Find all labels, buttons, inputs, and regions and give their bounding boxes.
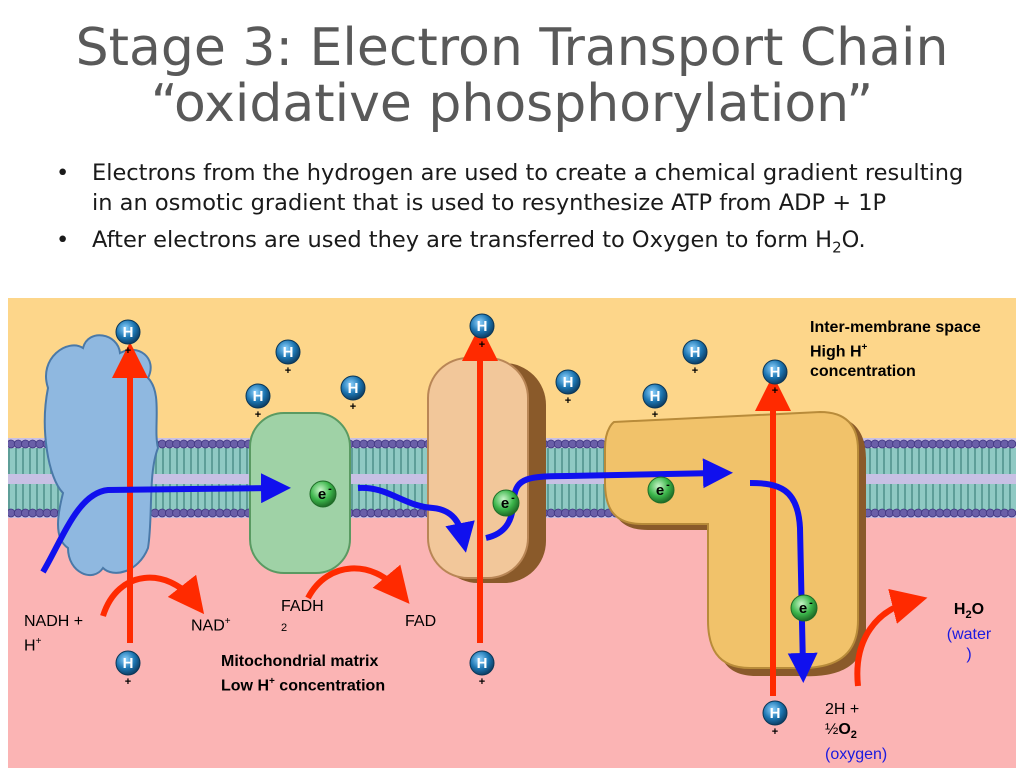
reaction-arrows bbox=[100, 564, 928, 687]
bullet-text: Electrons from the hydrogen are used to … bbox=[92, 160, 964, 216]
h2o-label: H2O (water) bbox=[946, 601, 992, 664]
bullet-dot: • bbox=[56, 227, 70, 253]
hydrogen-ions: H+H+H+H+H+H+H+H+H+H+H+H+ bbox=[115, 313, 788, 738]
svg-text:-: - bbox=[666, 479, 670, 491]
svg-text:e: e bbox=[799, 600, 807, 617]
etc-diagram: H+H+H+H+H+H+H+H+H+H+H+H+ e-e-e-e- Inter-… bbox=[8, 298, 1016, 768]
electrons: e-e-e-e- bbox=[309, 476, 818, 622]
svg-text:H: H bbox=[123, 324, 134, 341]
etc-svg: H+H+H+H+H+H+H+H+H+H+H+H+ e-e-e-e- bbox=[8, 298, 1016, 768]
svg-text:H: H bbox=[477, 318, 488, 335]
intermembrane-label: Inter-membrane space High H+concentratio… bbox=[810, 319, 981, 381]
h-ion: H+ bbox=[762, 359, 788, 397]
bullet-subscript: 2 bbox=[832, 238, 842, 257]
svg-text:e: e bbox=[318, 486, 326, 503]
title-line-1: Stage 3: Electron Transport Chain bbox=[75, 18, 949, 78]
h-ion: H+ bbox=[275, 339, 301, 377]
h-ion: H+ bbox=[115, 650, 141, 688]
nadh-label: NADH +H+ bbox=[24, 613, 84, 655]
electron: e- bbox=[790, 594, 818, 622]
h-ion: H+ bbox=[762, 700, 788, 738]
slide-title: Stage 3: Electron Transport Chain “oxida… bbox=[0, 20, 1024, 132]
svg-text:-: - bbox=[809, 597, 813, 609]
electron: e- bbox=[492, 489, 520, 517]
fad-label: FAD bbox=[405, 613, 437, 630]
svg-text:+: + bbox=[772, 385, 778, 397]
svg-text:H: H bbox=[477, 655, 488, 672]
title-line-2: “oxidative phosphorylation” bbox=[150, 74, 874, 134]
bullet-dot: • bbox=[56, 160, 70, 186]
svg-text:e: e bbox=[656, 482, 664, 499]
h-ion: H+ bbox=[555, 369, 581, 407]
h-ion: H+ bbox=[642, 383, 668, 421]
svg-text:e: e bbox=[501, 495, 509, 512]
svg-text:H: H bbox=[123, 655, 134, 672]
h-ion: H+ bbox=[340, 375, 366, 413]
svg-text:H: H bbox=[253, 388, 264, 405]
svg-text:+: + bbox=[125, 676, 131, 688]
h-ion: H+ bbox=[469, 313, 495, 351]
svg-text:H: H bbox=[690, 344, 701, 361]
bullet-text-end: O. bbox=[841, 227, 866, 253]
proton-pump-arrows bbox=[112, 325, 791, 696]
bullet-text: After electrons are used they are transf… bbox=[92, 227, 833, 253]
svg-text:H: H bbox=[283, 344, 294, 361]
svg-text:H: H bbox=[348, 380, 359, 397]
svg-text:+: + bbox=[652, 409, 658, 421]
svg-text:+: + bbox=[285, 365, 291, 377]
svg-text:+: + bbox=[772, 726, 778, 738]
nad-label: NAD+ bbox=[191, 616, 231, 635]
electron: e- bbox=[309, 480, 337, 508]
h-ion: H+ bbox=[682, 339, 708, 377]
svg-text:H: H bbox=[650, 388, 661, 405]
svg-text:+: + bbox=[255, 409, 261, 421]
svg-text:H: H bbox=[770, 364, 781, 381]
svg-text:+: + bbox=[479, 676, 485, 688]
svg-text:H: H bbox=[770, 705, 781, 722]
svg-text:+: + bbox=[125, 345, 131, 357]
bullet-list: • Electrons from the hydrogen are used t… bbox=[56, 158, 986, 270]
bullet-item: • Electrons from the hydrogen are used t… bbox=[56, 158, 986, 218]
oxygen-label: 2H + ½O2 (oxygen) bbox=[825, 701, 888, 764]
h-ion: H+ bbox=[115, 319, 141, 357]
svg-text:+: + bbox=[479, 339, 485, 351]
svg-text:+: + bbox=[350, 401, 356, 413]
svg-text:+: + bbox=[565, 395, 571, 407]
complex-ii bbox=[249, 412, 351, 574]
svg-text:H: H bbox=[563, 374, 574, 391]
h-ion: H+ bbox=[245, 383, 271, 421]
electron: e- bbox=[647, 476, 675, 504]
svg-text:-: - bbox=[328, 483, 332, 495]
h-ion: H+ bbox=[469, 650, 495, 688]
svg-text:-: - bbox=[511, 492, 515, 504]
svg-text:+: + bbox=[692, 365, 698, 377]
bullet-item: • After electrons are used they are tran… bbox=[56, 225, 986, 263]
